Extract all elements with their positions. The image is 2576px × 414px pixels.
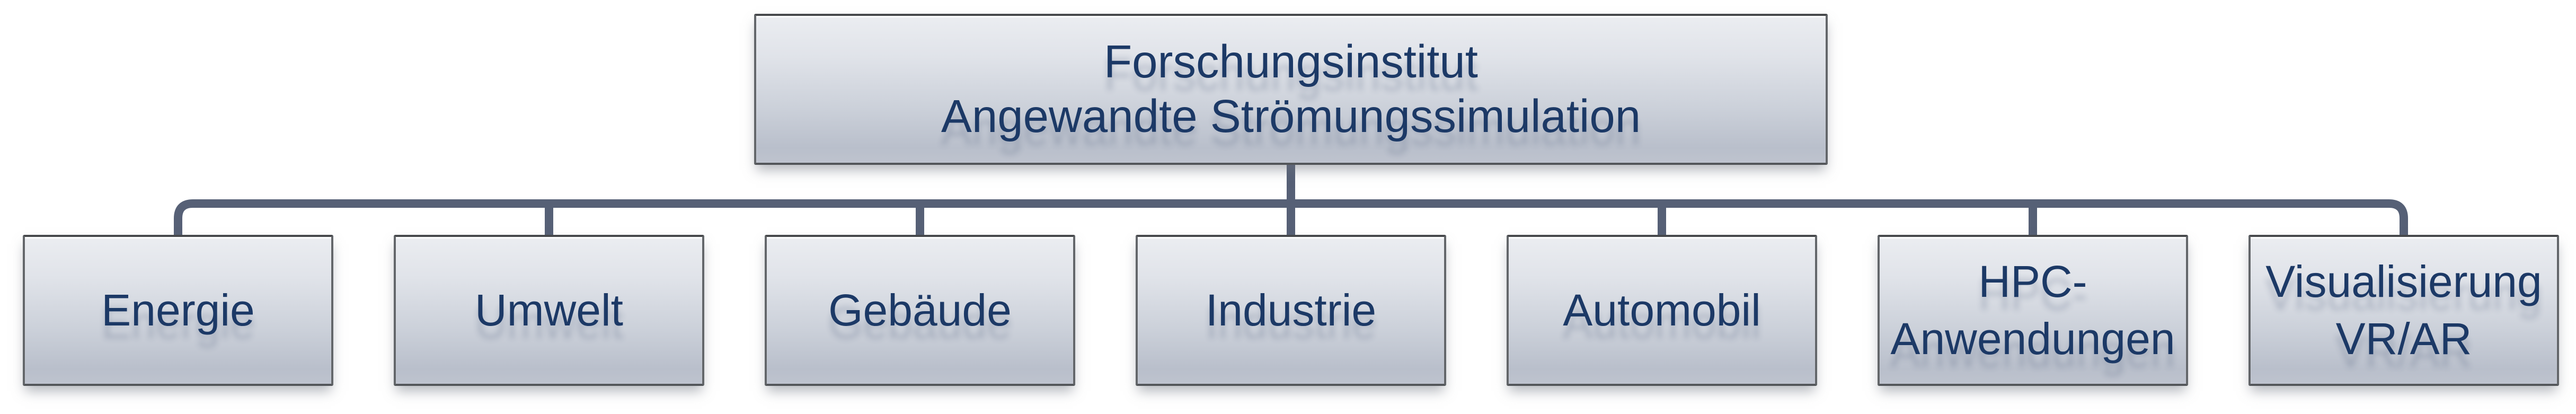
org-node-label: Automobil — [1563, 285, 1761, 335]
org-node-automobil: Automobil — [1507, 235, 1817, 386]
org-node-label: Energie — [101, 285, 255, 335]
org-node-label: HPC- Anwendungen — [1890, 256, 2175, 364]
org-node-label: Gebäude — [828, 285, 1012, 335]
org-node-hpc-anwendungen: HPC- Anwendungen — [1878, 235, 2188, 386]
org-node-umwelt: Umwelt — [394, 235, 704, 386]
org-node-label: Visualisierung VR/AR — [2265, 256, 2542, 364]
org-node-gebaeude: Gebäude — [765, 235, 1075, 386]
org-node-energie: Energie — [23, 235, 333, 386]
org-node-visualisierung-vr-ar: Visualisierung VR/AR — [2249, 235, 2559, 386]
org-node-label: Umwelt — [474, 285, 623, 335]
org-node-label: Industrie — [1205, 285, 1377, 335]
org-node-industrie: Industrie — [1136, 235, 1446, 386]
org-node-root-label: Forschungsinstitut Angewandte Strömungss… — [941, 36, 1641, 142]
org-node-root: Forschungsinstitut Angewandte Strömungss… — [754, 14, 1828, 165]
